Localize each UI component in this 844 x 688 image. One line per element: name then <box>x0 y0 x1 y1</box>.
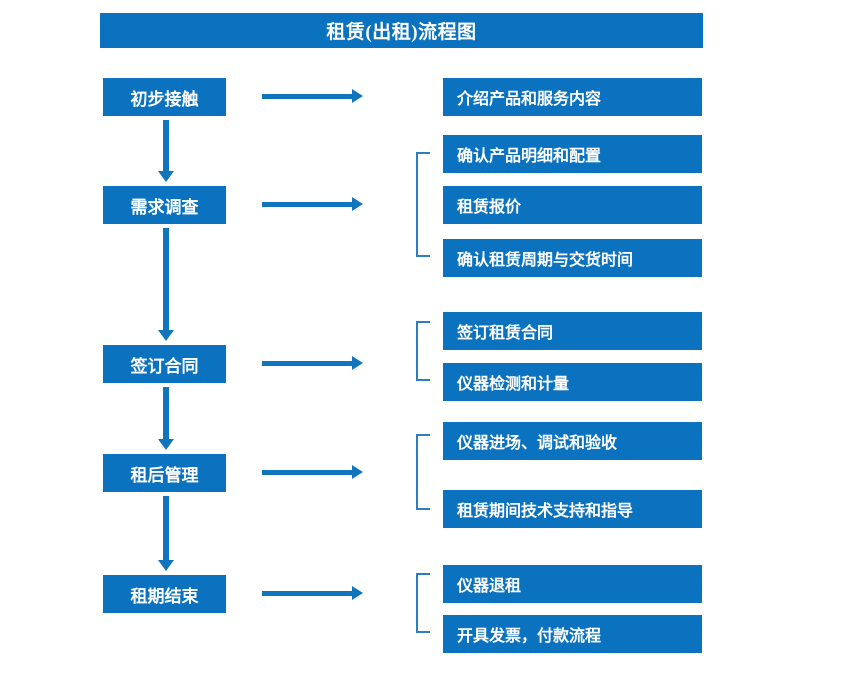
stage-box-2[interactable]: 需求调查 <box>103 186 226 224</box>
detail-box-2-1[interactable]: 确认产品明细和配置 <box>443 135 702 173</box>
stage-box-3[interactable]: 签订合同 <box>103 345 226 383</box>
flowchart-title: 租赁(出租)流程图 <box>100 13 703 48</box>
detail-box-5-2[interactable]: 开具发票，付款流程 <box>443 615 702 653</box>
stage-box-5[interactable]: 租期结束 <box>103 575 226 613</box>
detail-box-4-1[interactable]: 仪器进场、调试和验收 <box>443 422 702 460</box>
flow-arrow-down-1 <box>155 120 177 182</box>
group-bracket-2 <box>416 152 430 257</box>
detail-box-2-2[interactable]: 租赁报价 <box>443 186 702 224</box>
detail-box-2-3[interactable]: 确认租赁周期与交货时间 <box>443 239 702 277</box>
detail-box-3-2[interactable]: 仪器检测和计量 <box>443 363 702 401</box>
flow-arrow-down-2 <box>155 228 177 341</box>
stage-box-4[interactable]: 租后管理 <box>103 454 226 492</box>
link-arrow-right-4 <box>262 464 363 482</box>
group-bracket-3 <box>416 321 430 381</box>
link-arrow-right-3 <box>262 355 363 373</box>
detail-box-5-1[interactable]: 仪器退租 <box>443 565 702 603</box>
detail-box-3-1[interactable]: 签订租赁合同 <box>443 312 702 350</box>
link-arrow-right-5 <box>262 585 363 603</box>
group-bracket-4 <box>416 434 430 510</box>
flow-arrow-down-4 <box>155 496 177 571</box>
link-arrow-right-1 <box>262 88 363 106</box>
stage-box-1[interactable]: 初步接触 <box>103 78 226 116</box>
detail-box-1-1[interactable]: 介绍产品和服务内容 <box>443 78 702 116</box>
flow-arrow-down-3 <box>155 387 177 450</box>
link-arrow-right-2 <box>262 196 363 214</box>
group-bracket-5 <box>416 573 430 633</box>
detail-box-4-2[interactable]: 租赁期间技术支持和指导 <box>443 490 702 528</box>
